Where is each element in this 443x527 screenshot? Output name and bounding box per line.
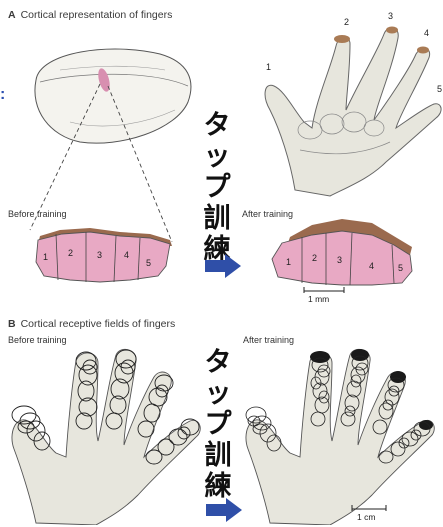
section-b-letter: B (8, 318, 16, 330)
hand-a-num-2: 2 (344, 17, 349, 27)
annotation-top-char-2: ッ (200, 141, 234, 172)
receptive-field-hand-before (6, 345, 206, 525)
receptive-field-hand-after (240, 345, 440, 525)
hand-a-num-3: 3 (388, 11, 393, 21)
cortex-after-num-4: 4 (369, 261, 374, 271)
annotation-bottom-char-1: タ (201, 347, 235, 378)
arrow-icon-bottom (204, 498, 244, 522)
cortex-map-after: 1 2 3 4 5 (262, 213, 422, 295)
hand-diagram-a: 1 2 3 4 5 (250, 10, 443, 200)
cortex-before-num-3: 3 (97, 250, 102, 260)
tap-training-annotation-bottom: タ ッ プ 訓 練 (201, 347, 235, 502)
after-training-label-b: After training (243, 335, 294, 345)
section-b-title: B Cortical receptive fields of fingers (8, 318, 175, 330)
hand-a-num-5: 5 (437, 84, 442, 94)
finger-tip-3 (386, 27, 398, 34)
hand-outline-before (12, 349, 200, 525)
hand-outline-after (246, 349, 434, 525)
annotation-bottom-char-2: ッ (201, 378, 235, 409)
cortex-before-num-1: 1 (43, 252, 48, 262)
hand-a-num-4: 4 (424, 28, 429, 38)
cortex-before-num-5: 5 (146, 258, 151, 268)
tap-training-annotation-top: タ ッ プ 訓 練 (200, 110, 234, 265)
annotation-bottom-char-4: 訓 (201, 440, 235, 471)
cortex-after-num-2: 2 (312, 253, 317, 263)
before-training-label-b: Before training (8, 335, 67, 345)
cortex-after-num-5: 5 (398, 263, 403, 273)
arrow-icon-top (203, 254, 243, 278)
annotation-top-char-3: プ (200, 172, 234, 203)
cortex-after-num-3: 3 (337, 255, 342, 265)
cortex-before-num-4: 4 (124, 250, 129, 260)
finger-tip-2 (334, 35, 350, 43)
annotation-bottom-char-3: プ (201, 409, 235, 440)
cortex-after-num-1: 1 (286, 257, 291, 267)
cortex-before-num-2: 2 (68, 248, 73, 258)
annotation-top-char-4: 訓 (200, 203, 234, 234)
section-a-title: A Cortical representation of fingers (8, 9, 172, 21)
brain-illustration (35, 49, 191, 143)
section-a-letter: A (8, 9, 16, 21)
section-b-title-text: Cortical receptive fields of fingers (21, 318, 176, 330)
finger-tip-4 (417, 47, 429, 54)
hand-a-num-1: 1 (266, 62, 271, 72)
cortex-map-before: 1 2 3 4 5 (30, 222, 180, 292)
section-a-title-text: Cortical representation of fingers (21, 9, 173, 21)
scale-label-a: 1 mm (308, 294, 329, 304)
scale-label-b: 1 cm (357, 512, 375, 522)
before-training-label-a: Before training (8, 209, 67, 219)
annotation-top-char-1: タ (200, 110, 234, 141)
